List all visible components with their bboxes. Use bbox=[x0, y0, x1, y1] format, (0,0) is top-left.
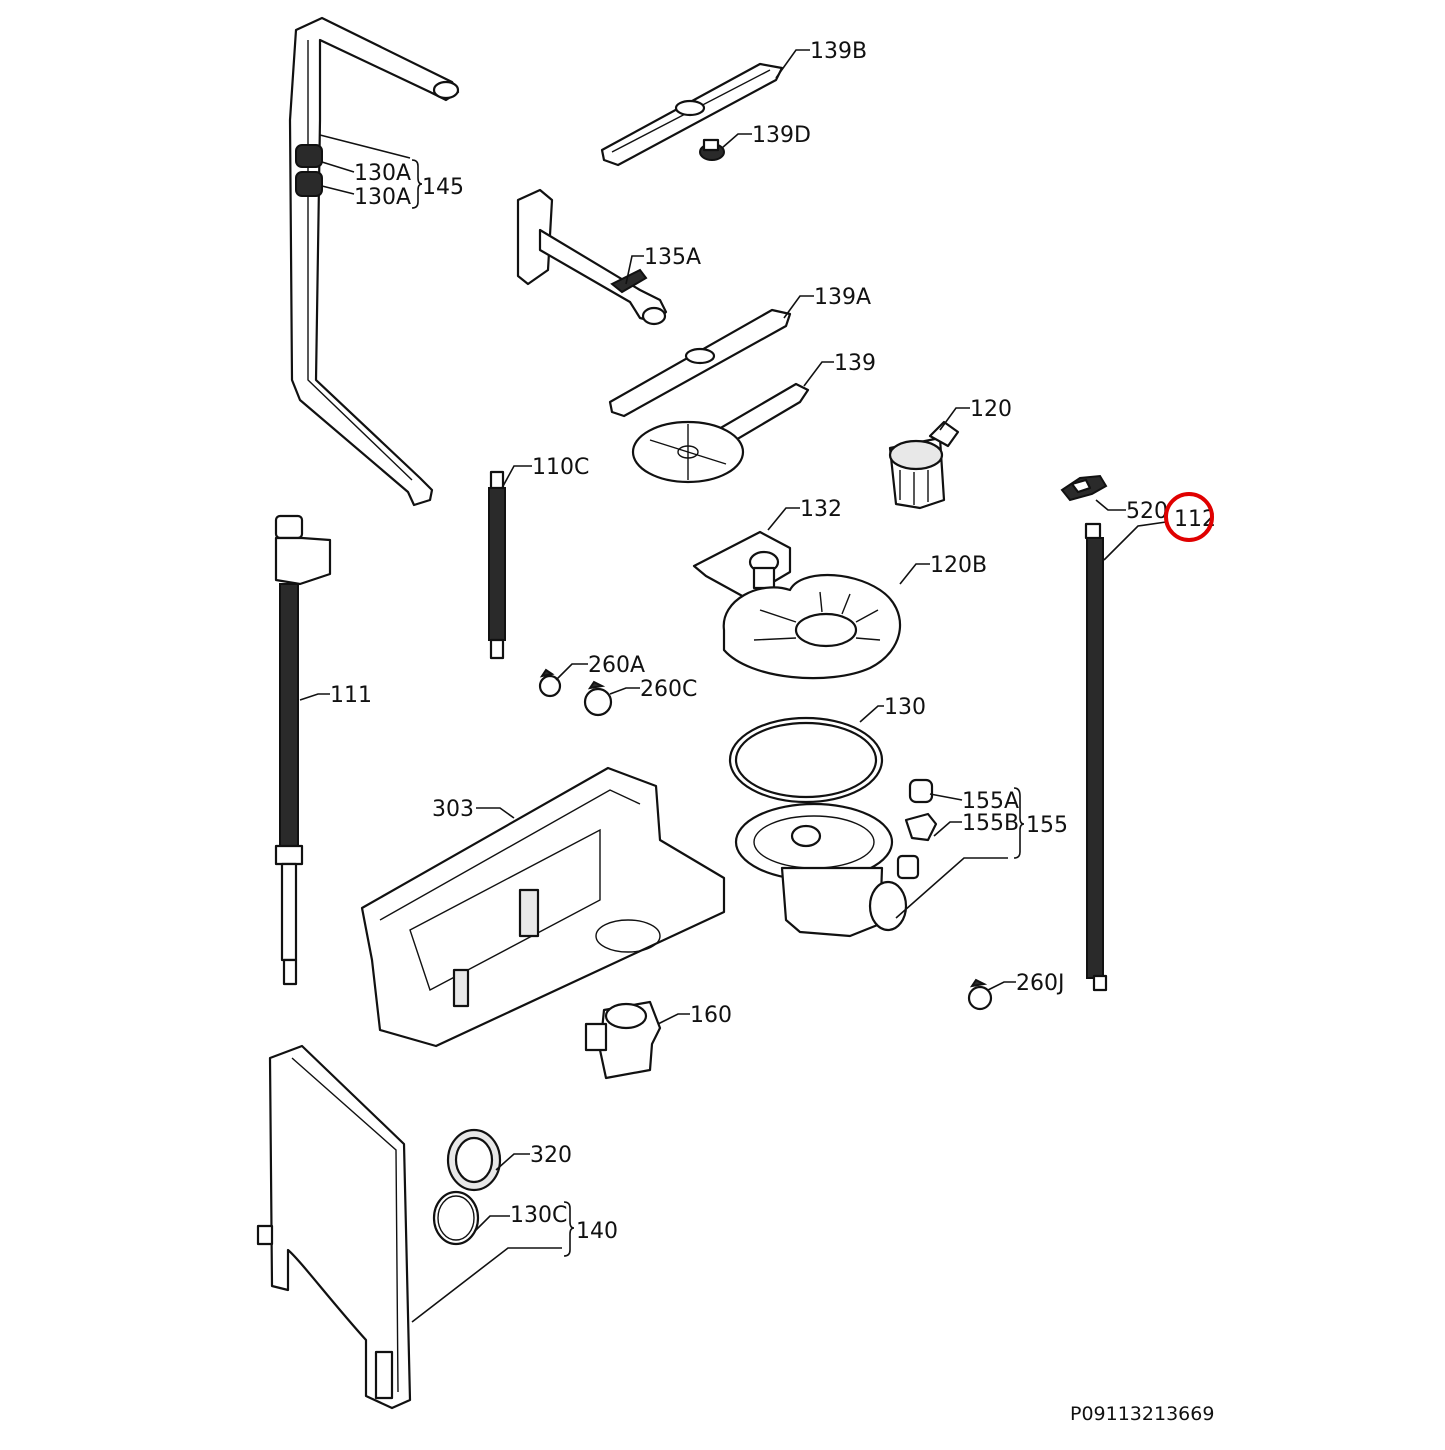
label-111: 111 bbox=[330, 683, 372, 708]
part-139-spray-arm-disc bbox=[631, 382, 810, 484]
label-520: 520 bbox=[1126, 499, 1168, 524]
label-120: 120 bbox=[970, 397, 1012, 422]
part-120-filter bbox=[888, 420, 960, 510]
label-155B: 155B bbox=[962, 811, 1019, 836]
part-139B-upper-spray-arm bbox=[600, 62, 784, 167]
braces bbox=[411, 159, 1025, 1257]
brace-155 bbox=[1013, 787, 1025, 859]
part-139A-lower-spray-arm bbox=[608, 308, 792, 418]
part-111-inlet-hose bbox=[274, 514, 332, 986]
label-110C: 110C bbox=[532, 455, 589, 480]
part-132-sump-cover bbox=[692, 530, 792, 600]
part-130C-seal bbox=[432, 1190, 480, 1246]
label-130C: 130C bbox=[510, 1203, 567, 1228]
part-160-pump bbox=[584, 1000, 662, 1080]
diagram-code: P09113213669 bbox=[1070, 1403, 1214, 1425]
part-130-seal bbox=[728, 716, 884, 804]
label-132: 132 bbox=[800, 497, 842, 522]
part-120B-fine-filter bbox=[722, 574, 902, 680]
highlight-circle bbox=[1164, 492, 1214, 542]
part-303-base bbox=[360, 766, 726, 1048]
part-112-drain-hose bbox=[1084, 522, 1108, 992]
label-160: 160 bbox=[690, 1003, 732, 1028]
part-135A-arm-supply bbox=[516, 188, 668, 326]
part-155-sump-assembly bbox=[734, 802, 920, 938]
label-155: 155 bbox=[1026, 813, 1068, 838]
part-260C-clamp bbox=[583, 680, 613, 717]
label-130A-1: 130A bbox=[354, 161, 411, 186]
part-260J-clamp bbox=[967, 978, 993, 1011]
label-130A-2: 130A bbox=[354, 185, 411, 210]
part-110C-hose bbox=[488, 470, 506, 660]
part-139D-nut bbox=[699, 138, 725, 161]
label-139: 139 bbox=[834, 351, 876, 376]
part-320-ring-nut bbox=[446, 1128, 502, 1192]
label-260J: 260J bbox=[1016, 971, 1064, 996]
label-139D: 139D bbox=[752, 123, 811, 148]
part-145-supply-pipe bbox=[288, 16, 460, 507]
label-145: 145 bbox=[422, 175, 464, 200]
brace-140 bbox=[563, 1201, 575, 1257]
label-155A: 155A bbox=[962, 789, 1019, 814]
label-139B: 139B bbox=[810, 39, 867, 64]
label-135A: 135A bbox=[644, 245, 701, 270]
part-155A-part bbox=[908, 778, 934, 804]
part-260A-clamp bbox=[538, 668, 562, 698]
callout-labels: 139B 139D 130A 130A 145 135A 139A 139 12… bbox=[330, 39, 1216, 1244]
label-260C: 260C bbox=[640, 677, 697, 702]
label-139A: 139A bbox=[814, 285, 871, 310]
leader-lines bbox=[299, 49, 1167, 1323]
label-260A: 260A bbox=[588, 653, 645, 678]
label-130: 130 bbox=[884, 695, 926, 720]
part-155B-part bbox=[904, 812, 938, 842]
label-303: 303 bbox=[432, 797, 474, 822]
part-140-side-duct bbox=[256, 1044, 412, 1410]
label-140: 140 bbox=[576, 1219, 618, 1244]
brace-145 bbox=[411, 159, 423, 209]
label-320: 320 bbox=[530, 1143, 572, 1168]
part-520-clip bbox=[1060, 474, 1108, 502]
label-120B: 120B bbox=[930, 553, 987, 578]
